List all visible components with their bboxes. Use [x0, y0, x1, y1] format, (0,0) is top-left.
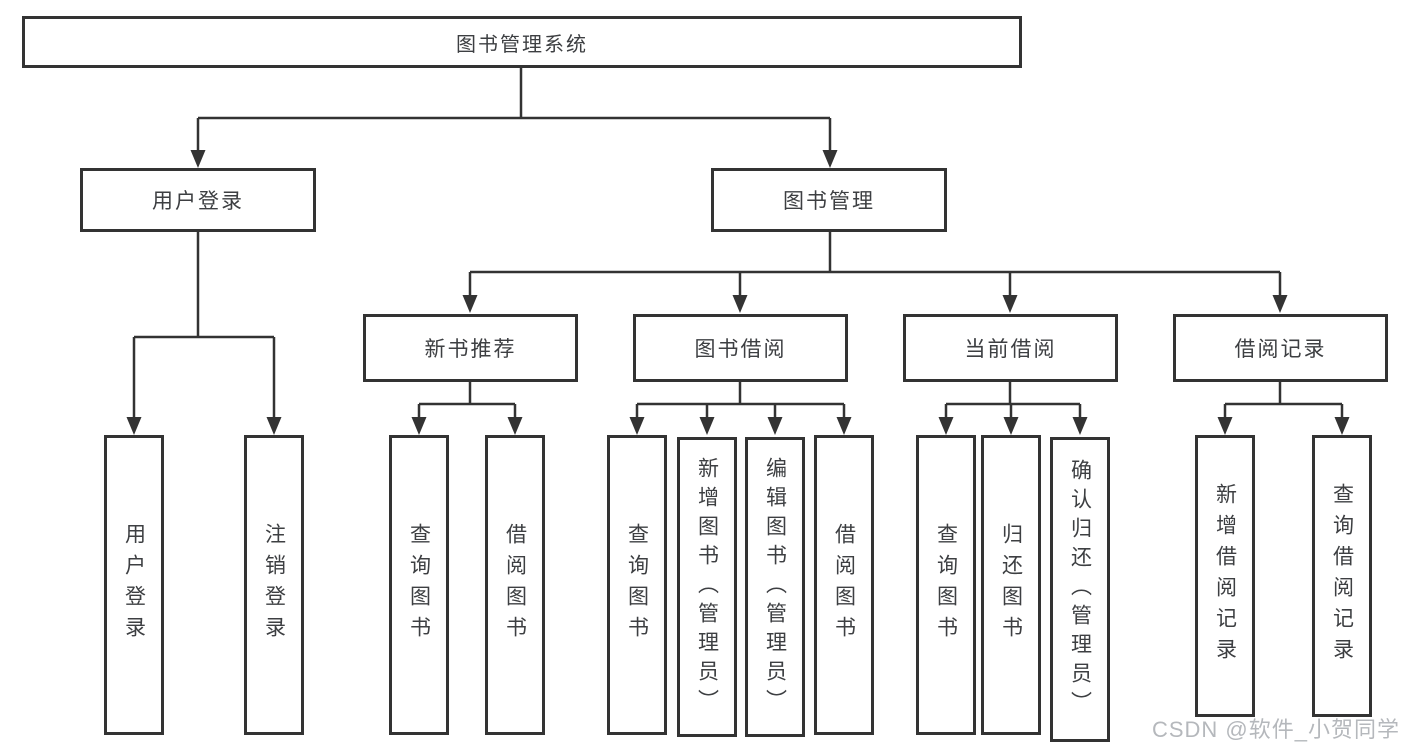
node-new-book-recommend: 新书推荐 — [363, 314, 578, 382]
node-borrow-records: 借阅记录 — [1173, 314, 1388, 382]
node-book-borrow-label: 图书借阅 — [694, 338, 787, 361]
csdn-watermark: CSDN @软件_小贺同学 — [1151, 717, 1400, 742]
leaf-add-books-admin-label: 新增图书（管理员） — [695, 456, 719, 718]
node-current-borrow: 当前借阅 — [903, 314, 1118, 382]
node-current-borrow-label: 当前借阅 — [964, 338, 1057, 361]
leaf-query-books-borrow: 查询图书 — [607, 435, 667, 735]
node-book-management-label: 图书管理 — [783, 190, 875, 213]
leaf-return-books-label: 归还图书 — [999, 523, 1023, 647]
leaf-query-books-recommend-label: 查询图书 — [407, 523, 431, 647]
leaf-query-books-recommend: 查询图书 — [389, 435, 449, 735]
leaf-query-borrow-record-label: 查询借阅记录 — [1330, 483, 1354, 669]
leaf-confirm-return-admin: 确认归还（管理员） — [1050, 437, 1110, 742]
leaf-edit-books-admin-label: 编辑图书（管理员） — [763, 456, 787, 718]
node-book-management: 图书管理 — [711, 168, 947, 232]
leaf-query-books-current: 查询图书 — [916, 435, 976, 735]
leaf-borrow-books-recommend-label: 借阅图书 — [503, 523, 527, 647]
leaf-logout-label: 注销登录 — [262, 523, 286, 647]
leaf-add-borrow-record-label: 新增借阅记录 — [1213, 483, 1237, 669]
leaf-user-login-label: 用户登录 — [122, 523, 146, 647]
leaf-borrow-books-label: 借阅图书 — [832, 523, 856, 647]
leaf-query-borrow-record: 查询借阅记录 — [1312, 435, 1372, 717]
node-root-label: 图书管理系统 — [456, 33, 588, 56]
node-user-login: 用户登录 — [80, 168, 316, 232]
leaf-user-login: 用户登录 — [104, 435, 164, 735]
leaf-return-books: 归还图书 — [981, 435, 1041, 735]
leaf-query-books-current-label: 查询图书 — [934, 523, 958, 647]
node-root: 图书管理系统 — [22, 16, 1022, 68]
node-user-login-label: 用户登录 — [152, 190, 244, 213]
leaf-edit-books-admin: 编辑图书（管理员） — [745, 437, 805, 737]
leaf-add-books-admin: 新增图书（管理员） — [677, 437, 737, 737]
leaf-logout: 注销登录 — [244, 435, 304, 735]
node-new-book-recommend-label: 新书推荐 — [424, 338, 517, 361]
leaf-borrow-books: 借阅图书 — [814, 435, 874, 735]
node-borrow-records-label: 借阅记录 — [1234, 338, 1327, 361]
leaf-add-borrow-record: 新增借阅记录 — [1195, 435, 1255, 717]
leaf-borrow-books-recommend: 借阅图书 — [485, 435, 545, 735]
node-book-borrow: 图书借阅 — [633, 314, 848, 382]
leaf-confirm-return-admin-label: 确认归还（管理员） — [1068, 459, 1092, 720]
leaf-query-books-borrow-label: 查询图书 — [625, 523, 649, 647]
